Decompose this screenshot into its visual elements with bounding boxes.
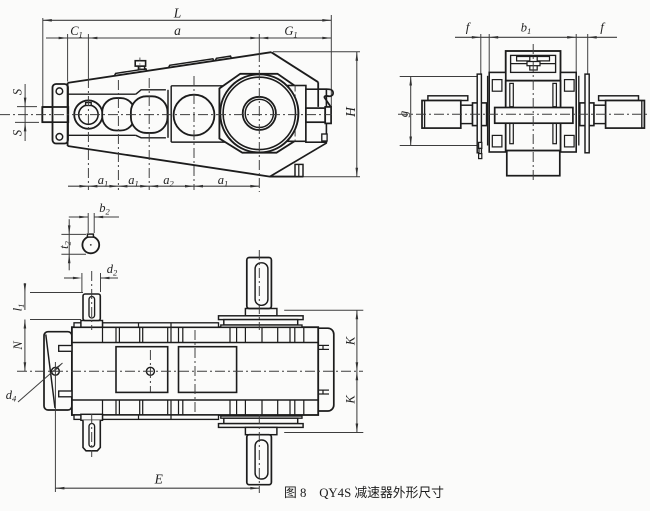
svg-text:a: a (174, 23, 181, 38)
svg-text:S: S (11, 88, 25, 95)
svg-text:b1: b1 (521, 21, 532, 37)
svg-text:N: N (11, 341, 25, 351)
svg-text:t2: t2 (57, 240, 73, 248)
svg-text:K: K (344, 395, 358, 405)
svg-text:d2: d2 (107, 262, 118, 278)
svg-text:a2: a2 (163, 173, 174, 189)
svg-text:d4: d4 (6, 388, 17, 404)
svg-text:g: g (396, 110, 411, 117)
svg-text:a1: a1 (98, 173, 109, 189)
svg-text:L: L (173, 6, 182, 21)
svg-text:E: E (154, 472, 164, 487)
svg-text:b2: b2 (99, 201, 110, 217)
svg-text:a1: a1 (128, 173, 139, 189)
svg-text:f: f (466, 20, 472, 35)
svg-text:H: H (343, 106, 358, 118)
svg-text:图 8 QY4S 减速器外形尺寸: 图 8 QY4S 减速器外形尺寸 (284, 486, 444, 500)
svg-text:a1: a1 (218, 173, 229, 189)
svg-text:K: K (344, 336, 358, 346)
svg-text:S: S (11, 129, 25, 136)
svg-text:l1: l1 (11, 304, 27, 312)
svg-text:f: f (600, 20, 606, 35)
